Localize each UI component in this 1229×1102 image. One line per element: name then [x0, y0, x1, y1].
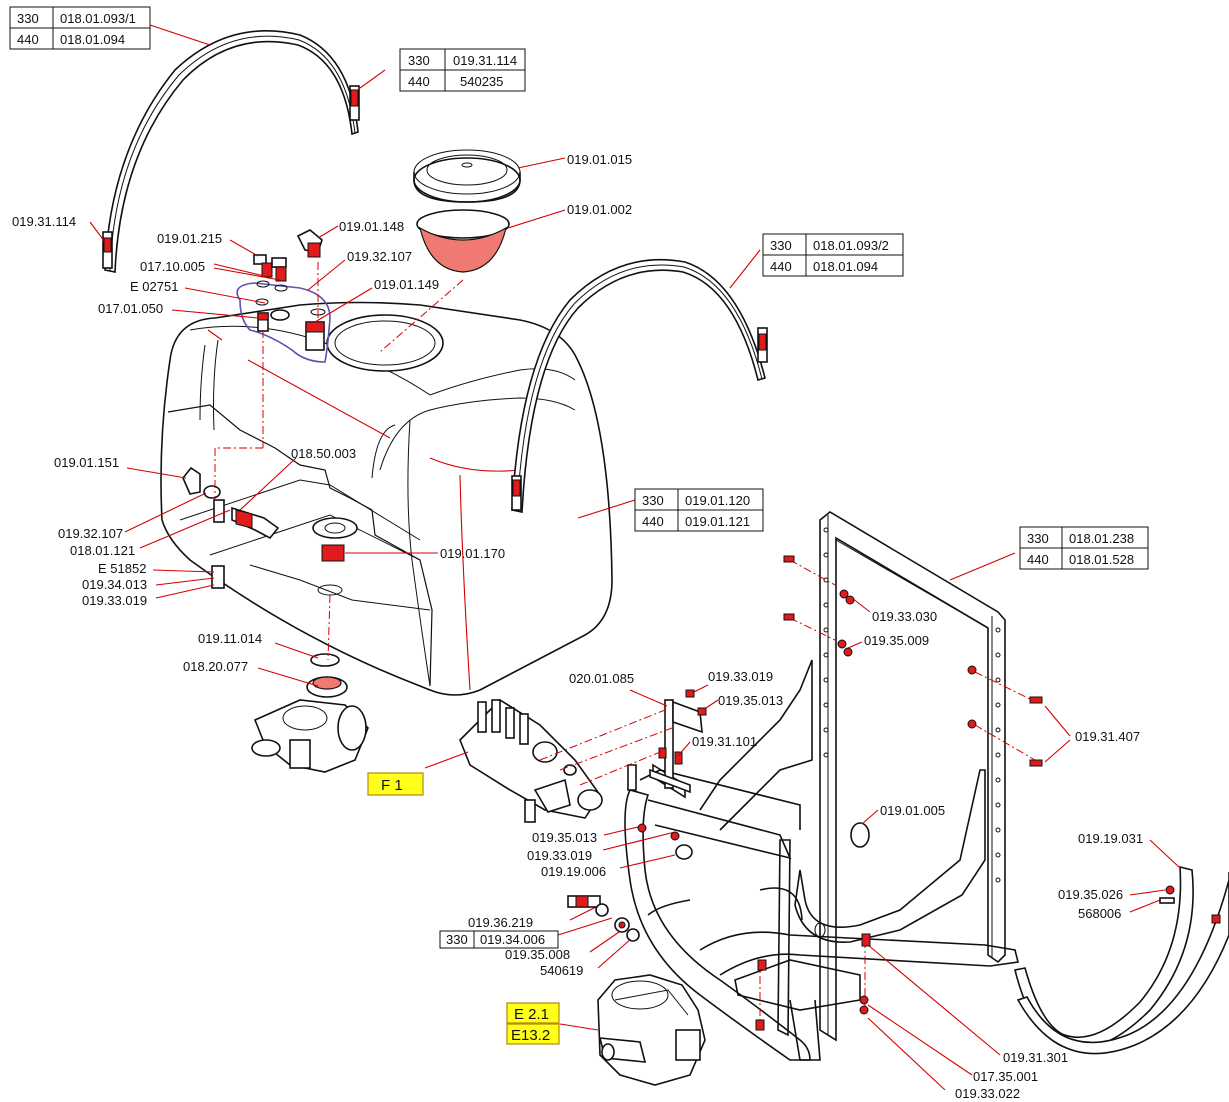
table-arch2-r2c2: 018.01.094 — [813, 259, 878, 274]
bracket — [649, 699, 703, 794]
table-arch1-r1c2: 018.01.093/1 — [60, 11, 136, 26]
label-drain-170: 019.01.170 — [440, 546, 505, 561]
table-washer: 330 019.34.006 — [439, 930, 559, 949]
ref-e132-text: E13.2 — [511, 1027, 550, 1044]
label-washer-009: 019.35.009 — [864, 633, 929, 648]
table-tank-r1c1: 330 — [642, 493, 664, 508]
table-washer-r1c1: 330 — [446, 932, 468, 947]
pump — [597, 974, 706, 1086]
right-arch — [511, 258, 766, 513]
label-nut-001: 017.35.001 — [973, 1069, 1038, 1084]
label-pipe-003: 018.50.003 — [291, 446, 356, 461]
strainer-basket — [416, 209, 510, 273]
table-tank-r2c2: 019.01.121 — [685, 514, 750, 529]
label-nut-149: 019.01.149 — [374, 277, 439, 292]
label-bolt-114-left: 019.31.114 — [12, 214, 76, 229]
table-arch2-r1c2: 018.01.093/2 — [813, 238, 889, 253]
strap — [1014, 865, 1229, 1055]
label-nut-013: 019.34.013 — [82, 577, 147, 592]
label-screw-030: 019.33.030 — [872, 609, 937, 624]
table-arch2: 330 018.01.093/2 440 018.01.094 — [762, 233, 904, 277]
table-arch1: 330 018.01.093/1 440 018.01.094 — [9, 6, 151, 50]
table-frame-r2c2: 018.01.528 — [1069, 552, 1134, 567]
label-washer-014: 019.11.014 — [198, 631, 262, 646]
label-screw-101: 019.31.101 — [692, 734, 757, 749]
label-washer-013-mid: 019.35.013 — [718, 693, 783, 708]
label-e-51852: E 51852 — [98, 561, 146, 576]
label-fitting-050: 017.01.050 — [98, 301, 163, 316]
table-arch1-r1c1: 330 — [17, 11, 39, 26]
label-lid: 019.01.015 — [567, 152, 632, 167]
label-elbow-top: 019.01.148 — [339, 219, 404, 234]
label-elbow-151: 019.01.151 — [54, 455, 119, 470]
table-bolt-r2c2: 540235 — [460, 74, 503, 89]
label-washer-013-low: 019.35.013 — [532, 830, 597, 845]
table-frame-r1c1: 330 — [1027, 531, 1049, 546]
label-strainer: 019.01.002 — [567, 202, 632, 217]
leader-lines — [89, 24, 1181, 1091]
table-bolt: 330 019.31.114 440 540235 — [399, 48, 526, 92]
label-part-568006: 568006 — [1078, 906, 1121, 921]
tank-lid — [413, 149, 521, 203]
table-frame-r1c2: 018.01.238 — [1069, 531, 1134, 546]
label-screw-019-mid: 019.33.019 — [708, 669, 773, 684]
hose-loop — [236, 282, 331, 363]
label-roller-006: 019.19.006 — [541, 864, 606, 879]
left-arch — [104, 30, 359, 273]
table-washer-r1c2: 019.34.006 — [480, 932, 545, 947]
label-washer-005: 017.10.005 — [140, 259, 205, 274]
label-bolt-301: 019.31.301 — [1003, 1050, 1068, 1065]
top-fittings — [102, 85, 768, 511]
ref-e132[interactable]: E13.2 — [506, 1023, 560, 1045]
part-labels: 019.01.015 019.01.002 019.01.148 019.01.… — [12, 152, 1143, 1101]
table-bolt-r1c2: 019.31.114 — [453, 53, 517, 68]
label-washer-008: 019.35.008 — [505, 947, 570, 962]
label-part-540619: 540619 — [540, 963, 583, 978]
table-frame-r2c1: 440 — [1027, 552, 1049, 567]
label-bolt-407: 019.31.407 — [1075, 729, 1140, 744]
valve-assembly — [251, 653, 369, 773]
ref-e21-text: E 2.1 — [514, 1006, 549, 1023]
label-e-02751: E 02751 — [130, 279, 178, 294]
table-bolt-r1c1: 330 — [408, 53, 430, 68]
label-washer-026: 019.35.026 — [1058, 887, 1123, 902]
ref-e21[interactable]: E 2.1 — [506, 1002, 560, 1024]
ref-f1-text: F 1 — [381, 777, 403, 794]
label-fitting-215: 019.01.215 — [157, 231, 222, 246]
table-arch2-r2c1: 440 — [770, 259, 792, 274]
assembly-lines — [214, 262, 1036, 1020]
table-tank: 330 019.01.120 440 019.01.121 — [634, 488, 764, 532]
label-pin-219: 019.36.219 — [468, 915, 533, 930]
table-frame: 330 018.01.238 440 018.01.528 — [1019, 526, 1149, 570]
label-washer-107-low: 019.32.107 — [58, 526, 123, 541]
label-washer-107-top: 019.32.107 — [347, 249, 412, 264]
control-unit — [459, 698, 603, 823]
tank — [160, 298, 613, 696]
label-part-121: 018.01.121 — [70, 543, 135, 558]
label-valve-077: 018.20.077 — [183, 659, 248, 674]
table-tank-r1c2: 019.01.120 — [685, 493, 750, 508]
side-fittings — [182, 466, 280, 589]
table-arch1-r2c1: 440 — [17, 32, 39, 47]
label-bush-005: 019.01.005 — [880, 803, 945, 818]
label-screw-022: 019.33.022 — [955, 1086, 1020, 1101]
ref-f1[interactable]: F 1 — [367, 772, 424, 796]
table-arch1-r2c2: 018.01.094 — [60, 32, 125, 47]
label-bracket-085: 020.01.085 — [569, 671, 634, 686]
label-screw-019-low: 019.33.019 — [527, 848, 592, 863]
table-arch2-r1c1: 330 — [770, 238, 792, 253]
table-bolt-r2c1: 440 — [408, 74, 430, 89]
label-screw-019-left: 019.33.019 — [82, 593, 147, 608]
frame-bolts — [567, 555, 1221, 1031]
table-tank-r2c1: 440 — [642, 514, 664, 529]
label-strap-031: 019.19.031 — [1078, 831, 1143, 846]
